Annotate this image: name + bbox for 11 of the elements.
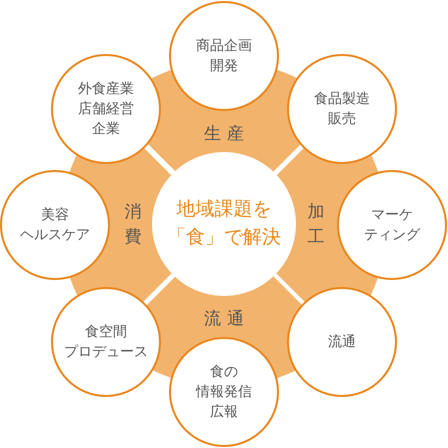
topic-circle: 外食産業店舗経営企業 <box>51 54 161 164</box>
segment-label: 流通 <box>204 308 250 330</box>
topic-circle: 食の情報発信広報 <box>169 337 279 447</box>
segment-label: 生産 <box>204 122 250 144</box>
topic-circle: 商品企画開発 <box>169 1 279 111</box>
segment-label: 加工 <box>307 201 324 250</box>
topic-circle: 美容ヘルスケア <box>0 170 110 280</box>
segment-label: 消費 <box>124 201 142 250</box>
topic-circle: 食品製造販売 <box>287 54 397 164</box>
topic-circle: 流通 <box>287 287 397 397</box>
topic-circle: 食空間プロデュース <box>51 287 161 397</box>
